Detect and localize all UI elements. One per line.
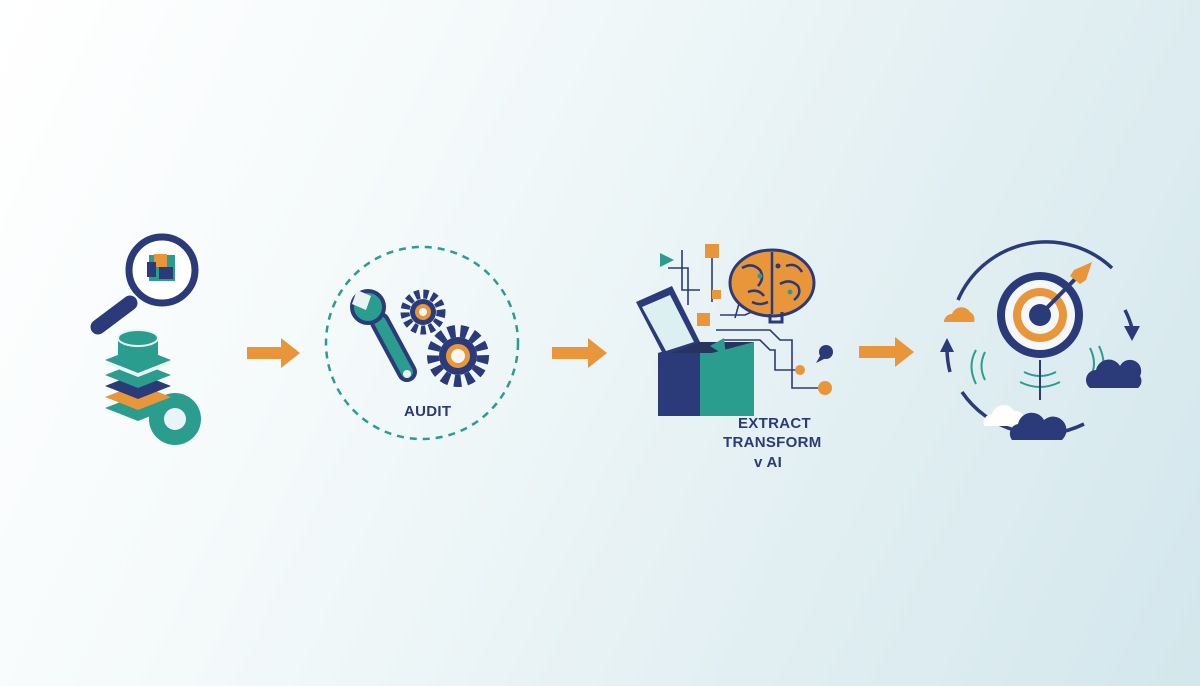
audit-step bbox=[324, 245, 520, 441]
brain-icon bbox=[728, 248, 816, 324]
extract-label: EXTRACT bbox=[738, 415, 811, 432]
wrench-icon bbox=[350, 289, 417, 382]
cloud-icon bbox=[1086, 359, 1142, 388]
transform-label: TRANSFORM bbox=[723, 434, 822, 451]
cloud-icon bbox=[1009, 412, 1067, 440]
target-step bbox=[940, 240, 1140, 436]
square-shape bbox=[697, 313, 710, 326]
cloud-icon bbox=[944, 307, 975, 322]
square-shape bbox=[705, 244, 719, 258]
chat-bubble-icon bbox=[819, 345, 833, 359]
square-shape bbox=[712, 290, 721, 299]
audit-label: AUDIT bbox=[404, 403, 452, 420]
triangle-shape bbox=[660, 253, 674, 267]
extract-step bbox=[636, 244, 833, 416]
node-dot bbox=[818, 381, 832, 395]
arrow-right-icon bbox=[859, 337, 914, 367]
database-stack-icon bbox=[105, 329, 201, 445]
dashed-circle bbox=[324, 245, 520, 441]
arrow-right-icon bbox=[247, 338, 300, 368]
gear-icon bbox=[427, 325, 489, 387]
magnifier-icon bbox=[90, 233, 199, 335]
cloud-icon bbox=[983, 405, 1025, 426]
node-dot bbox=[795, 365, 805, 375]
arrow-right-icon bbox=[552, 338, 607, 368]
open-box-icon bbox=[636, 286, 754, 416]
gear-icon bbox=[400, 289, 446, 335]
ai-label: v AI bbox=[754, 454, 783, 471]
target-icon bbox=[997, 262, 1092, 358]
